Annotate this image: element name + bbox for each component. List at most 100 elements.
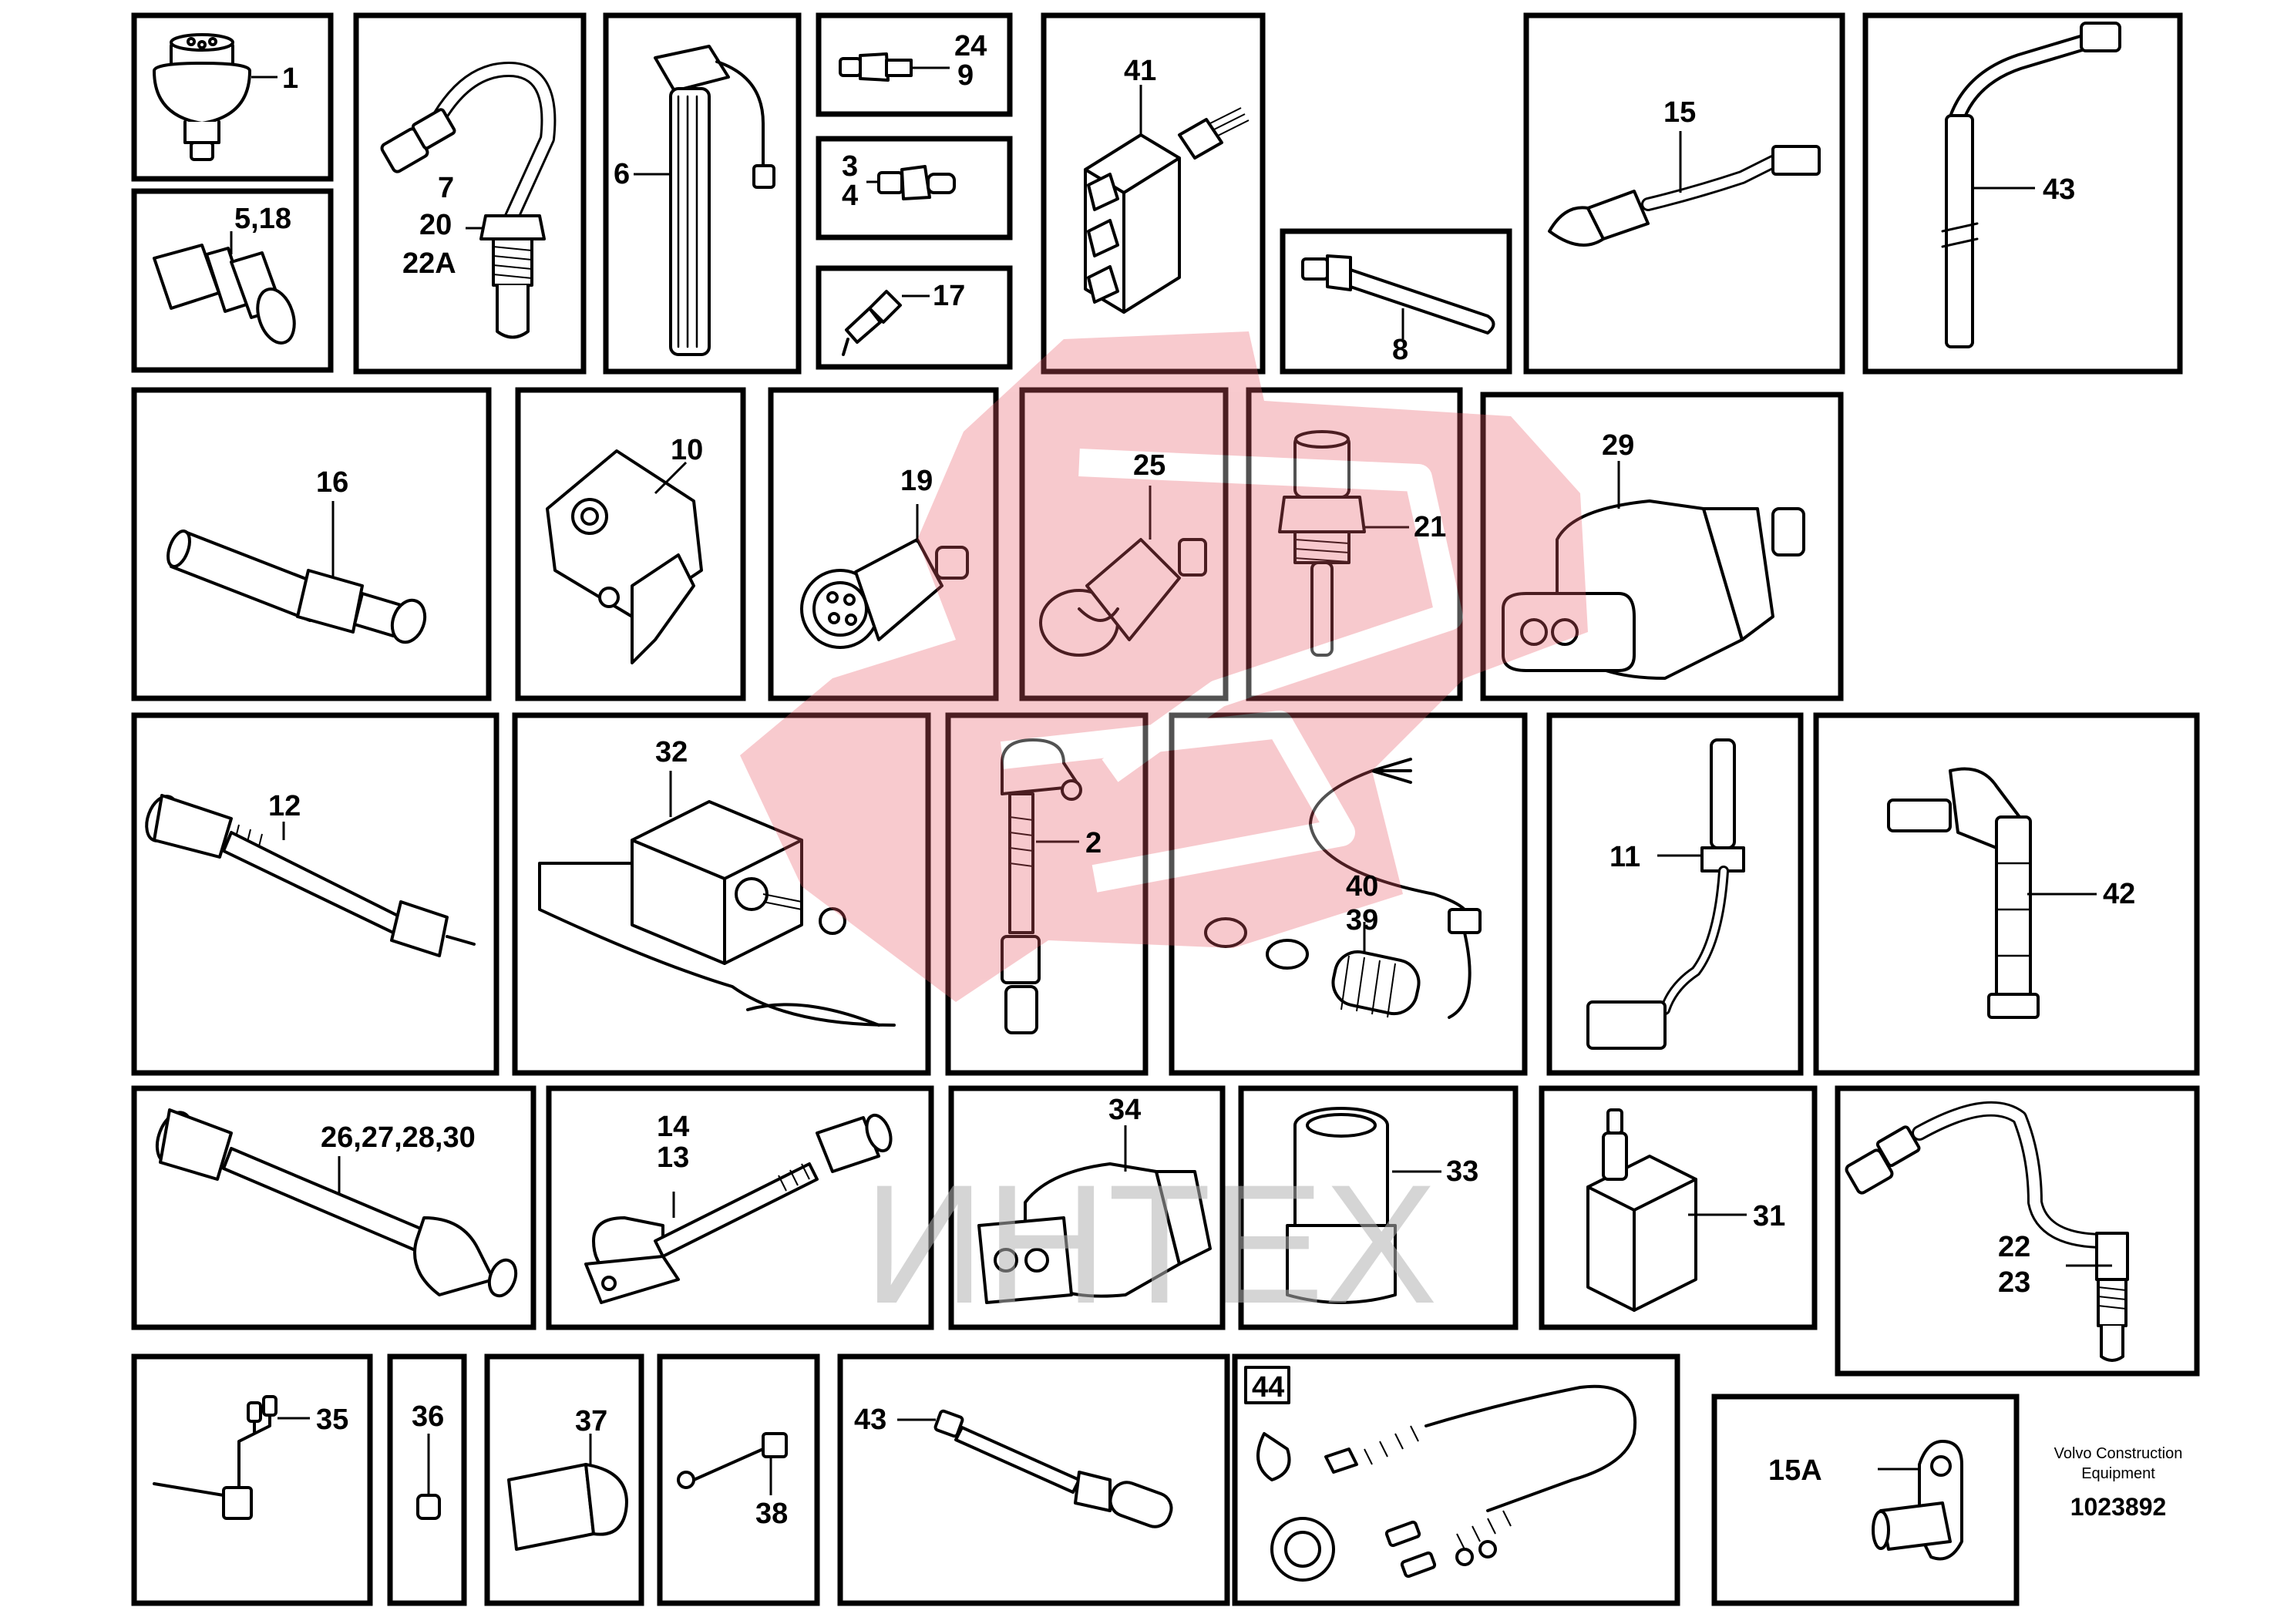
part-25-oil-sensor [1039,486,1207,657]
part-22-23-cable-sensor [1845,1101,2129,1362]
part-2-speed-sensor [1001,738,1082,1034]
panel-15a [1711,1394,2020,1606]
callout-36: 36 [412,1400,444,1433]
callout-25: 25 [1133,449,1166,482]
callout-15: 15 [1663,96,1696,129]
company-name-line2: Equipment [2081,1465,2155,1482]
panel-frames [131,12,2200,1606]
callout-7: 7 [438,172,454,204]
callout-33: 33 [1446,1155,1478,1188]
callout-11: 11 [1610,841,1640,873]
callout-10: 10 [671,434,703,466]
callout-2: 2 [1085,827,1102,859]
label-box-44 [1244,1366,1290,1404]
callout-8: 8 [1392,334,1408,366]
part-38-temp-sensor [677,1432,788,1495]
panel-36 [387,1353,467,1606]
panel-17 [816,265,1013,370]
part-6-level-probe [634,45,775,356]
part-31-pressure-switch [1586,1108,1747,1312]
callout-31: 31 [1753,1200,1785,1232]
part-41-switch [1084,85,1250,314]
callout-5-18: 5,18 [234,203,291,235]
part-32-thermostat-switch [538,771,896,1027]
callout-15a: 15A [1768,1454,1822,1487]
part-10-position-sensor [546,449,703,664]
callout-38: 38 [755,1498,788,1530]
part-44-connector-kit [1244,1366,1637,1582]
part-19-pressure-sensor [800,504,969,649]
part-12-cable-sensor [145,794,476,957]
callout-17: 17 [933,280,965,312]
callout-16: 16 [316,466,348,499]
callout-43-top: 43 [2043,173,2075,206]
part-17-temp-sender [842,290,930,356]
callout-13: 13 [657,1142,689,1174]
part-8-temp-probe [1301,254,1495,339]
callout-35: 35 [316,1404,348,1436]
panel-43-bottom [837,1353,1230,1606]
part-14-13-speed-sensor [584,1113,893,1304]
panel-41 [1041,12,1266,375]
callout-22a: 22A [402,247,456,280]
callout-29: 29 [1602,429,1634,462]
callout-34: 34 [1108,1094,1141,1126]
callout-21: 21 [1414,511,1446,543]
part-35-sensor-harness [153,1395,310,1520]
part-37-bulb-socket [507,1434,628,1551]
callout-22: 22 [1998,1231,2030,1263]
callout-23: 23 [1998,1266,2030,1299]
part-36-small-plug [416,1434,441,1520]
callout-14: 14 [657,1111,689,1143]
part-16-speed-sensor [166,501,427,644]
part-5-18-hex-sensor [153,231,296,345]
callout-labels: 1 5,18 7 20 22A 6 24 9 3 4 17 41 8 15 43… [234,30,2135,1530]
footer-block: Volvo Construction Equipment 1023892 [2054,1445,2183,1521]
callout-1: 1 [282,62,298,95]
part-34-pressure-sensor [977,1125,1212,1304]
callout-41: 41 [1124,55,1156,87]
callout-26-27-28-30: 26,27,28,30 [321,1121,476,1154]
panel-43-top [1862,12,2183,375]
part-43-top-exhaust-probe [1941,22,2121,348]
panel-7-20-22a [353,12,587,375]
part-1-pressure-switch [153,33,278,161]
part-33-bushing [1286,1107,1441,1304]
callout-4: 4 [842,180,858,212]
callout-6: 6 [614,158,630,190]
callout-39: 39 [1346,904,1378,936]
callout-20: 20 [419,209,452,241]
part-7-20-22a-cable-sensor [380,62,557,339]
callout-9: 9 [957,59,974,92]
watermark-logo [740,331,1588,1002]
callout-32: 32 [655,736,688,768]
callout-3: 3 [842,150,858,183]
part-11-temp-sensor [1586,738,1745,1050]
part-24-9-small-sensor [839,52,950,82]
part-15-wired-sensor [1548,131,1821,247]
part-26-27-28-30-cable-sensor [155,1108,518,1298]
part-15a-speed-sensor [1872,1440,1963,1561]
part-3-4-small-sensor [866,165,956,200]
callout-37: 37 [575,1405,607,1437]
panel-21 [1246,387,1463,701]
part-21-temp-sender [1278,430,1409,657]
callout-24: 24 [954,30,987,62]
callout-43-bottom: 43 [854,1404,886,1436]
company-name-line1: Volvo Construction [2054,1445,2183,1462]
callout-12: 12 [268,790,301,822]
callout-19: 19 [900,465,933,497]
watermark-text: ИНТЕХ [863,1149,1438,1339]
callout-44: 44 [1252,1371,1284,1404]
part-43-bottom-exhaust-sensor [897,1409,1173,1528]
callout-42: 42 [2103,878,2135,910]
drawing-number: 1023892 [2070,1493,2167,1521]
part-42-elbow-sensor [1887,767,2097,1019]
panel-40-39 [1169,712,1528,1076]
panel-19 [768,387,999,701]
part-40-39-wired-sensor [1204,758,1482,1019]
callout-40: 40 [1346,870,1378,903]
part-29-pressure-sender [1502,461,1805,680]
